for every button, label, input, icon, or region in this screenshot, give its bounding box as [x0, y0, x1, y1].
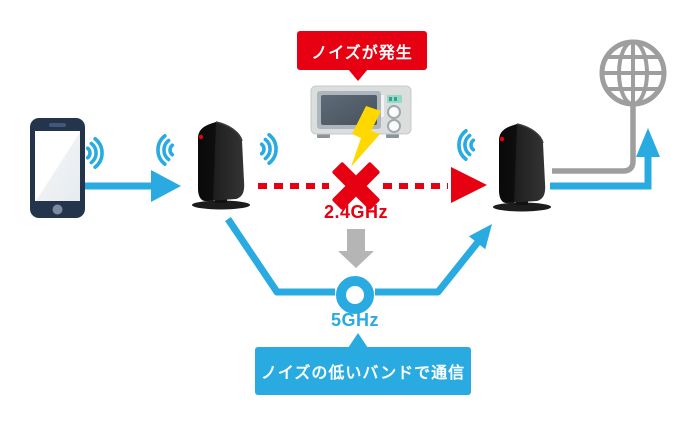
client-link-arrowhead-icon — [151, 170, 181, 202]
band-5ghz-label: 5GHz — [330, 310, 379, 330]
wifi-signal-icon — [457, 129, 476, 161]
band-24ghz-label: 2.4GHz — [323, 202, 389, 222]
lightning-icon — [351, 106, 381, 167]
router-right-icon — [493, 123, 551, 212]
globe-icon — [599, 39, 667, 107]
down-arrow-icon — [338, 229, 374, 268]
wifi-signal-icon — [85, 137, 104, 169]
low-noise-callout: ノイズの低いバンドで通信 — [255, 333, 471, 395]
uplink-arrowhead-icon — [636, 128, 660, 157]
internet-cable-line — [552, 104, 636, 174]
router-left-icon — [192, 121, 250, 210]
callout-tail-down-icon — [348, 69, 368, 81]
band5-path-right — [375, 239, 481, 296]
smartphone-icon — [30, 118, 85, 218]
band24-arrowhead-icon — [451, 167, 487, 203]
band-ring-icon — [336, 276, 374, 314]
x-mark-icon — [332, 162, 380, 210]
noise-callout: ノイズが発生 — [297, 31, 427, 81]
band5-arrowhead-icon — [468, 224, 492, 250]
callout-tail-up-icon — [348, 333, 368, 348]
uplink-line — [550, 156, 652, 190]
noise-callout-label: ノイズが発生 — [311, 44, 413, 62]
wifi-signal-icon — [259, 133, 278, 165]
wifi-signal-icon — [156, 134, 175, 166]
low-noise-callout-label: ノイズの低いバンドで通信 — [260, 365, 466, 382]
band5-path-left — [225, 217, 335, 296]
